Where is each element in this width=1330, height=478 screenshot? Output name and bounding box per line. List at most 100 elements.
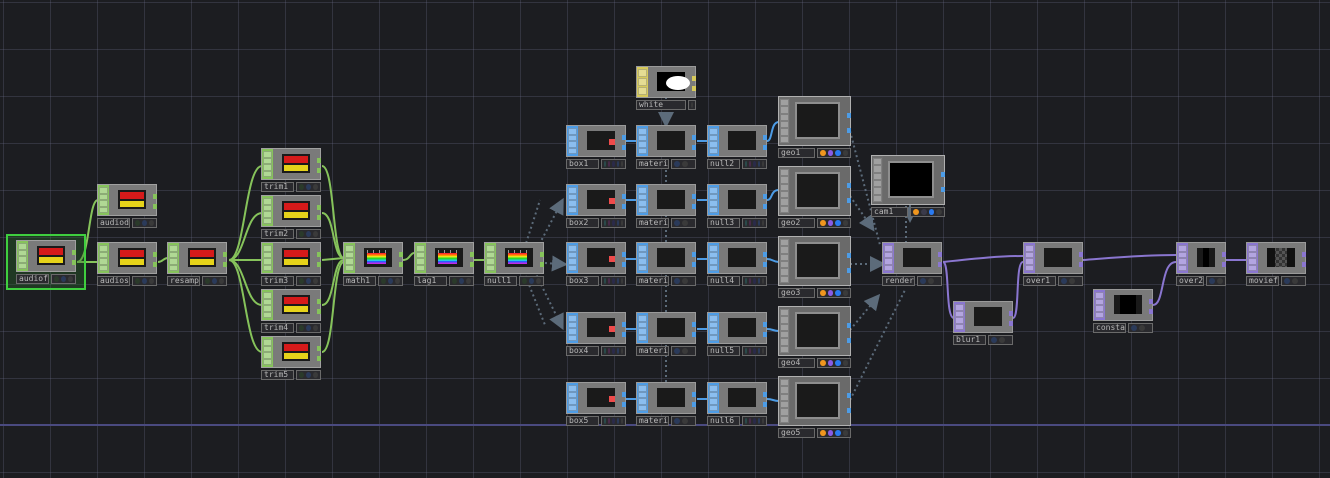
node-outlet[interactable] [692,322,696,328]
flag-dot[interactable] [749,348,752,354]
flag-dot[interactable] [682,220,688,226]
flag-dot[interactable] [682,418,688,424]
node-body[interactable] [1023,242,1083,274]
node-body[interactable] [343,242,403,274]
flag-dot[interactable] [835,290,841,296]
flag-dot[interactable] [991,337,997,343]
node-outlet[interactable] [317,355,321,361]
node-outlet[interactable] [938,261,942,267]
node-inlets[interactable] [567,126,578,156]
node-outlet[interactable] [941,171,945,177]
node-inlets[interactable] [485,243,496,273]
flag-dot[interactable] [674,220,680,226]
flag-dot[interactable] [757,348,760,354]
node-outlet[interactable] [763,203,767,209]
flag-dot[interactable] [381,278,386,284]
node-inlets[interactable] [567,185,578,215]
node-inlets[interactable] [708,383,719,413]
node-outlet[interactable] [847,392,851,398]
node-body[interactable] [566,184,626,216]
node-label[interactable]: null1 [484,276,517,286]
flag-dot[interactable] [827,290,833,296]
flag-dot[interactable] [1209,278,1215,284]
node-label[interactable]: geo2 [778,218,815,228]
flag-dot[interactable] [608,161,611,167]
node-inlets[interactable] [708,185,719,215]
node-blur1[interactable]: blur1 [953,301,1013,345]
node-outlet[interactable] [317,299,321,305]
node-over1[interactable]: over1 [1023,242,1083,286]
node-label[interactable]: white [636,100,686,110]
flag-dot[interactable] [522,278,527,284]
node-inlets[interactable] [779,97,790,145]
node-trim2[interactable]: trim2 [261,195,321,239]
node-outlet[interactable] [1222,261,1226,267]
flag-dot[interactable] [612,418,615,424]
node-body[interactable] [261,289,321,321]
node-inlets[interactable] [1094,290,1105,320]
node-outlet[interactable] [763,261,767,267]
node-outlet[interactable] [847,322,851,328]
flag-dot[interactable] [306,325,311,331]
node-inlets[interactable] [415,243,426,273]
node-flags[interactable] [296,276,321,286]
node-label[interactable]: over1 [1023,276,1056,286]
node-label[interactable]: constant1 [1093,323,1126,333]
flag-dot[interactable] [827,150,833,156]
node-white[interactable]: white [636,66,696,110]
node-flags[interactable] [202,276,227,286]
node-outlet[interactable] [622,194,626,200]
node-body[interactable] [1176,242,1226,274]
node-body[interactable] [636,125,696,157]
node-outlet[interactable] [847,252,851,258]
node-outlet[interactable] [692,194,696,200]
node-inlets[interactable] [98,185,109,215]
node-body[interactable] [953,301,1013,333]
node-constant1[interactable]: constant1 [1093,289,1153,333]
node-render1[interactable]: render1 [882,242,942,286]
flag-dot[interactable] [682,348,688,354]
flag-dot[interactable] [142,278,147,284]
flag-dot[interactable] [616,161,619,167]
node-label[interactable]: material3 [636,276,669,286]
node-material4[interactable]: material4 [636,312,696,356]
flag-dot[interactable] [913,209,919,215]
node-inlets[interactable] [637,383,648,413]
flag-dot[interactable] [1292,278,1298,284]
flag-dot[interactable] [745,220,748,226]
flag-dot[interactable] [620,418,624,424]
flag-dot[interactable] [835,220,841,226]
node-inlets[interactable] [262,149,273,179]
node-inlets[interactable] [567,313,578,343]
node-outlet[interactable] [1222,252,1226,258]
node-outlet[interactable] [692,392,696,398]
flag-dot[interactable] [936,209,942,215]
node-body[interactable] [261,242,321,274]
flag-dot[interactable] [149,220,154,226]
node-inlets[interactable] [779,307,790,355]
node-outlet[interactable] [692,203,696,209]
node-label[interactable]: cam1 [871,207,908,217]
node-label[interactable]: math1 [343,276,376,286]
flag-dot[interactable] [827,360,833,366]
flag-dot[interactable] [753,348,756,354]
flag-dot[interactable] [835,360,841,366]
node-body[interactable] [636,66,696,98]
node-label[interactable]: null3 [707,218,740,228]
node-inlets[interactable] [1024,243,1035,273]
node-outlet[interactable] [223,261,227,267]
flag-dot[interactable] [749,161,752,167]
flag-dot[interactable] [459,278,464,284]
flag-dot[interactable] [54,276,59,282]
node-trim4[interactable]: trim4 [261,289,321,333]
node-label[interactable]: trim2 [261,229,294,239]
node-body[interactable] [1093,289,1153,321]
node-outlet[interactable] [763,331,767,337]
node-outlet[interactable] [763,194,767,200]
flag-dot[interactable] [827,220,833,226]
node-box3[interactable]: box3 [566,242,626,286]
node-outlet[interactable] [317,346,321,352]
node-outlet[interactable] [223,252,227,258]
node-flags[interactable] [296,229,321,239]
flag-dot[interactable] [616,418,619,424]
